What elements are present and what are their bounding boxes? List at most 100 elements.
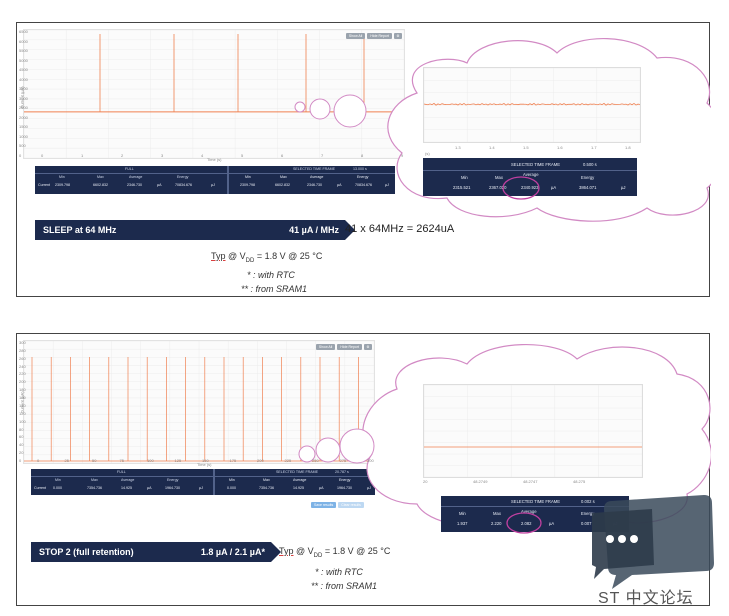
zoom-selected-value: 0.002 s	[581, 499, 595, 504]
measurement-table: FULL SELECTED TIME FRAME 13.000 s Min Ma…	[35, 166, 395, 194]
x-axis-label: Time (s)	[207, 157, 222, 162]
sel-min: 0.000	[227, 486, 236, 490]
sel-col-max: Max	[263, 478, 270, 482]
zoom-energy: 0.007	[581, 521, 592, 526]
x-tick-label: 1.7	[591, 145, 597, 150]
col-max: Max	[97, 175, 104, 179]
full-average: 14.925	[121, 486, 132, 490]
x-axis-label: Time (s)	[197, 462, 212, 467]
x-tick-label: 5	[241, 153, 244, 158]
y-tick-label: 3500	[19, 86, 28, 92]
full-energy: 70834.676	[175, 183, 192, 187]
y-tick-label: 3000	[19, 95, 28, 101]
settings-icon[interactable]: ⚙	[394, 33, 402, 39]
typ-suffix: = 1.8 V @ 25 °C	[322, 546, 391, 556]
full-energy: 1964.730	[165, 486, 180, 490]
y-tick-label: 140	[19, 402, 26, 408]
zoom-selected-label: SELECTED TIME FRAME	[511, 499, 561, 504]
y-tick-label: 200	[19, 379, 26, 385]
zoom-x-unit: (s)	[425, 151, 430, 156]
x-tick-label: 150	[202, 458, 209, 463]
y-tick-label: 0	[19, 458, 22, 463]
x-tick-label: 6	[281, 153, 284, 158]
current-formula: 41 x 64MHz = 2624uA	[345, 223, 455, 235]
settings-icon[interactable]: ⚙	[364, 344, 372, 350]
y-tick-label: 6500	[19, 29, 28, 34]
sel-energy: 70834.676	[355, 183, 372, 187]
y-tick-label: 180	[19, 387, 26, 393]
sel-col-average: Average	[293, 478, 307, 482]
clear-results-button[interactable]: Clear results	[338, 502, 364, 508]
x-tick-label: 300	[367, 458, 374, 463]
col-min: Min	[59, 175, 65, 179]
zoom-plot[interactable]	[423, 384, 643, 478]
watermark-text: ST 中文论坛	[598, 590, 694, 607]
footnote-rtc: * : with RTC	[247, 270, 295, 280]
save-results-button[interactable]: Save results	[311, 502, 337, 508]
hide-report-button[interactable]: Hide Report	[337, 344, 362, 350]
mode-banner: STOP 2 (full retention) 1.8 µA / 2.1 µA*	[31, 542, 281, 562]
zoom-col-max: Max	[493, 511, 501, 516]
x-tick-label: 8	[361, 153, 364, 158]
x-tick-label: 250	[312, 458, 319, 463]
current-plot[interactable]: Show All Hide Report ⚙	[23, 340, 375, 464]
x-tick-label: 75	[119, 458, 124, 463]
x-tick-label: 2	[121, 153, 124, 158]
mode-name: SLEEP at 64 MHz	[43, 225, 117, 235]
sel-average: 14.925	[293, 486, 304, 490]
col-average: Average	[121, 478, 135, 482]
full-average: 2346.730	[127, 183, 142, 187]
show-all-button[interactable]: Show All	[315, 344, 336, 350]
col-min: Min	[55, 478, 61, 482]
zoom-max: 2.220	[491, 521, 502, 526]
sel-energy: 1964.730	[337, 486, 352, 490]
x-tick-label: 1	[81, 153, 84, 158]
full-label: FULL	[125, 167, 134, 171]
zoom-average: 2340.923	[521, 185, 539, 190]
typ-suffix: = 1.8 V @ 25 °C	[254, 251, 323, 261]
footnote-rtc: * : with RTC	[315, 567, 363, 577]
footnote-sram: ** : from SRAM1	[241, 284, 308, 294]
selected-frame-value: 20.787 s	[335, 470, 349, 474]
x-tick-label: 1.6	[557, 145, 563, 150]
x-tick-label: 7	[321, 153, 324, 158]
col-max: Max	[91, 478, 98, 482]
hide-report-button[interactable]: Hide Report	[367, 33, 392, 39]
y-tick-label: 280	[19, 347, 26, 353]
sel-col-average: Average	[310, 175, 324, 179]
y-tick-label: 1500	[19, 124, 28, 130]
x-tick-label: 1.8	[625, 145, 631, 150]
y-tick-label: 6000	[19, 38, 28, 44]
y-tick-label: 220	[19, 371, 26, 377]
row-label: Current	[34, 486, 46, 490]
y-tick-label: 120	[19, 410, 26, 416]
show-all-button[interactable]: Show All	[345, 33, 366, 39]
zoom-plot[interactable]	[423, 67, 641, 143]
x-tick-label: 50	[92, 458, 97, 463]
zoom-plot-svg	[423, 384, 643, 478]
zoom-unit-current: µA	[551, 185, 557, 190]
y-tick-label: 300	[19, 340, 26, 345]
typ-sub: DD	[313, 552, 323, 559]
zoom-col-min: Min	[459, 511, 466, 516]
full-max: 6602.832	[93, 183, 108, 187]
slide-sleep-mode: Show All Hide Report ⚙ Time (s) Current …	[16, 22, 711, 297]
typ-condition: Typ @ VDD = 1.8 V @ 25 °C	[211, 251, 322, 264]
full-label: FULL	[117, 470, 126, 474]
x-tick-label: 20	[423, 479, 428, 484]
x-tick-label: 200	[257, 458, 264, 463]
sel-col-energy: Energy	[357, 175, 369, 179]
y-tick-label: 4500	[19, 67, 28, 73]
typ-mid: @ V	[225, 251, 246, 261]
zoom-trace	[423, 102, 641, 106]
sel-unit-energy: µJ	[385, 183, 389, 187]
typ-label: Typ	[211, 251, 226, 261]
x-tick-label: 3	[161, 153, 164, 158]
current-plot[interactable]: Show All Hide Report ⚙	[23, 29, 405, 159]
y-tick-label: 40	[19, 442, 24, 448]
zoom-col-min: Min	[461, 175, 468, 180]
x-tick-label: 1.3	[455, 145, 461, 150]
x-tick-label: 9	[401, 153, 404, 158]
col-average: Average	[129, 175, 143, 179]
sel-min: 2309.798	[240, 183, 255, 187]
